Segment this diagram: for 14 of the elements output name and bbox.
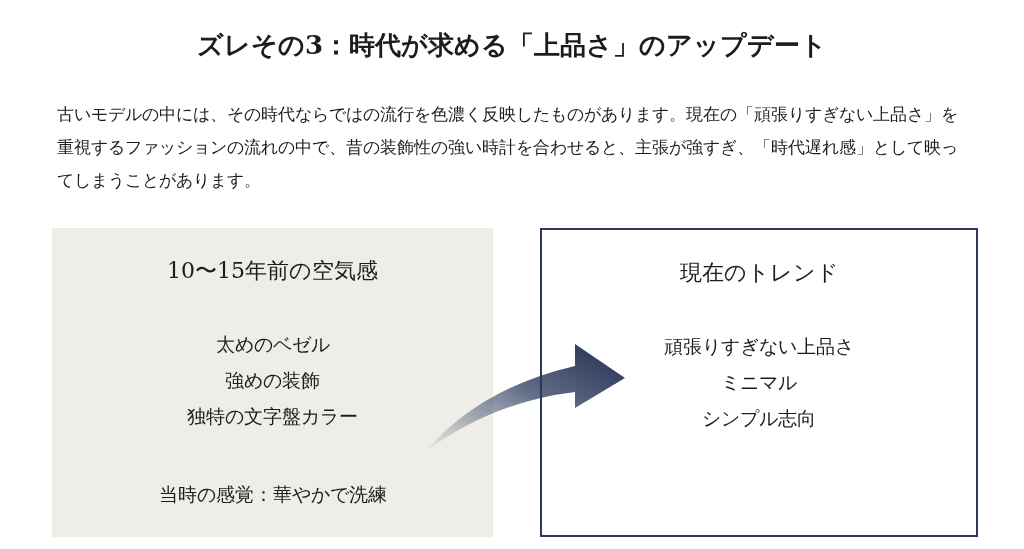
- panel-heading: 10〜15年前の空気感: [166, 257, 379, 285]
- panel-item: シンプル志向: [701, 406, 817, 431]
- curved-arrow: [425, 344, 625, 452]
- intro-paragraph: 古いモデルの中には、その時代ならではの流行を色濃く反映したものがあります。現在の「頑張りすぎない上品さ」を重視するファッションの流れの中で、昔の装飾性の強い時計を合わせると、主張が強すぎ、「時代遅れ感」として映ってしまうことがあります。: [57, 103, 959, 192]
- panel-item: 当時の感覚：華やかで洗練: [157, 482, 388, 507]
- current-panel: [540, 228, 978, 537]
- panel-item: 太めのベゼル: [214, 332, 331, 357]
- past-panel: [52, 228, 493, 537]
- panel-heading: 現在のトレンド: [678, 259, 840, 287]
- panel-item: ミニマル: [720, 370, 798, 395]
- panel-item: 頑張りすぎない上品さ: [663, 334, 855, 359]
- panel-item: 独特の文字盤カラー: [186, 404, 359, 429]
- panel-item: 強めの装飾: [224, 368, 321, 393]
- title: ズレその3：時代が求める「上品さ」のアップデート: [195, 29, 829, 62]
